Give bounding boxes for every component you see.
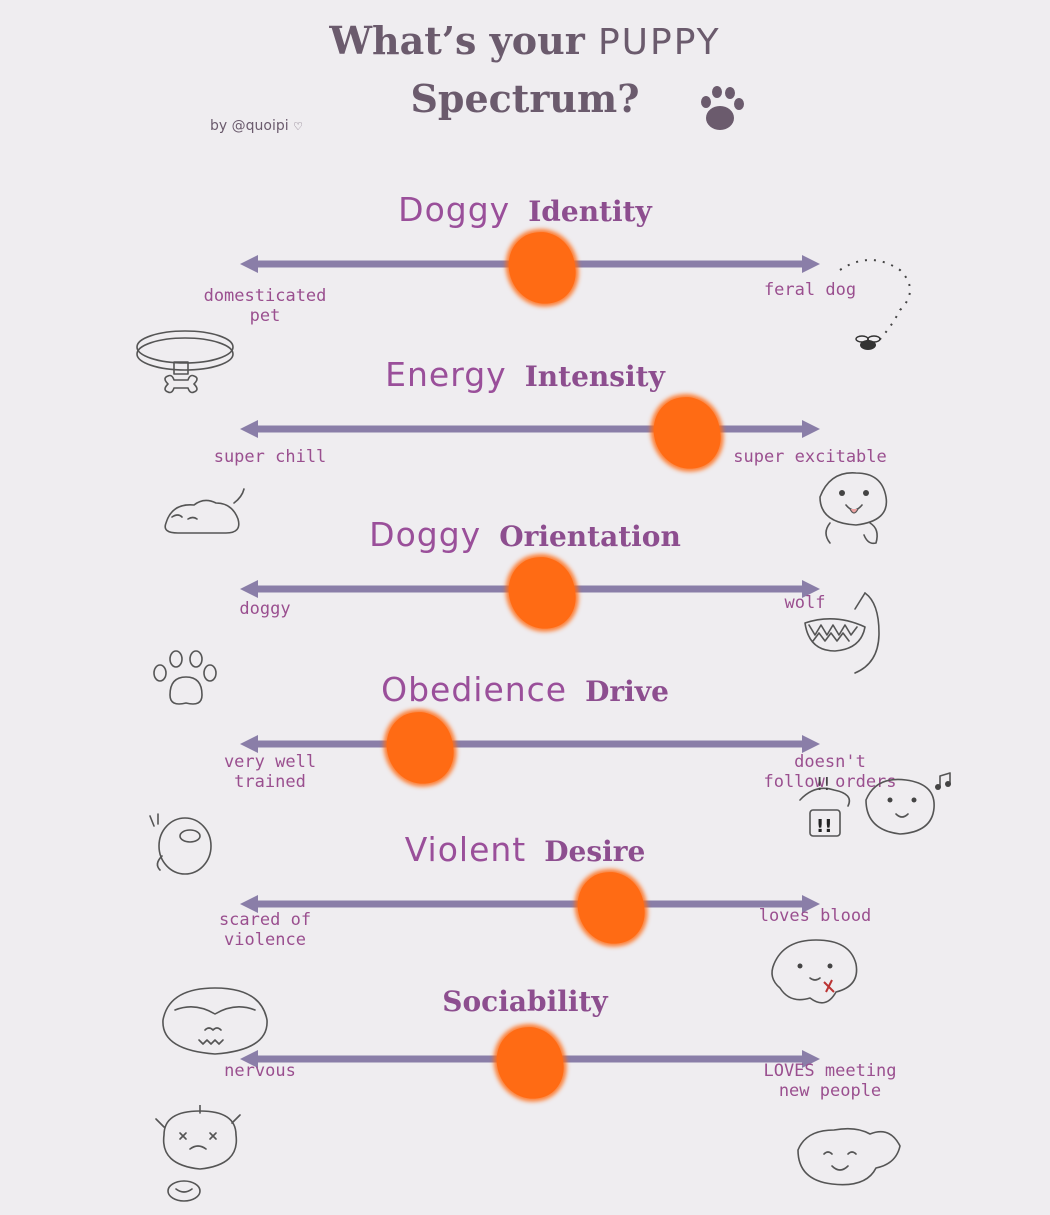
spectrum-left-label: super chill <box>213 447 327 467</box>
spectrum-axis-arrow <box>240 417 820 441</box>
spectrum-left-label: nervous <box>224 1061 296 1081</box>
spectrum-left-label: domesticated pet <box>203 286 327 326</box>
spectrum-1: Doggy Identity domesticated pet feral dog <box>0 190 1050 394</box>
spectrum-right-label: wolf <box>784 593 826 613</box>
spectrum-marker[interactable] <box>492 1022 568 1104</box>
spectrum-right-label: loves blood <box>758 906 872 926</box>
spectrum-marker[interactable] <box>648 392 725 474</box>
excited-dog-icon <box>810 467 900 547</box>
spectrum-left-label: very well trained <box>223 752 317 792</box>
spectrum-2: Energy Intensity super chill super excitab… <box>0 355 1050 545</box>
spectrum-heading-bold: Intensity <box>524 360 665 393</box>
spectrum-heading-script: Obedience <box>381 670 568 709</box>
svg-text:!!: !! <box>816 816 832 837</box>
spectrum-heading: Sociability <box>0 985 1050 1018</box>
spectrum-heading: Energy Intensity <box>0 355 1050 394</box>
spectrum-marker[interactable] <box>503 227 580 309</box>
spectrum-6: Sociability nervous LOVES meeting new peo… <box>0 985 1050 1202</box>
spectrum-left-label: scared of violence <box>218 910 312 950</box>
paw-print-icon <box>150 645 220 715</box>
spectrum-4: Obedience Drive very well trained doesn't … <box>0 670 1050 875</box>
spectrum-heading-bold: Identity <box>528 195 652 228</box>
spectrum-marker[interactable] <box>382 707 458 789</box>
spectrum-heading-script: Violent <box>404 830 527 869</box>
spectrum-heading-bold: Orientation <box>499 520 681 553</box>
heart-icon: ♡ <box>293 120 303 133</box>
collar-bone-icon <box>130 322 240 402</box>
title-line-2: Spectrum? <box>0 80 1050 118</box>
spectrum-axis-arrow <box>240 892 820 916</box>
fly-icon <box>830 250 920 360</box>
spectrum-heading-script: Doggy <box>398 190 511 229</box>
title-puppy-word: PUPPY <box>597 22 721 63</box>
spectrum-marker[interactable] <box>573 867 649 949</box>
spectrum-right-label: feral dog <box>763 280 857 300</box>
nervous-dog-icon <box>150 1105 250 1215</box>
scared-dog-icon <box>155 980 275 1060</box>
title-spectrum-word: Spectrum? <box>410 76 640 121</box>
spectrum-3: Doggy Orientation doggy wolf <box>0 515 1050 705</box>
clicker-icon <box>110 806 220 886</box>
spectrum-heading-bold: Desire <box>544 835 646 868</box>
spectrum-heading: Doggy Identity <box>0 190 1050 229</box>
spectrum-heading: Obedience Drive <box>0 670 1050 709</box>
bloody-dog-icon <box>760 934 870 1014</box>
happy-dog-icon <box>790 1120 910 1200</box>
title-line-1: What’s your PUPPY <box>0 22 1050 61</box>
svg-text:!!: !! <box>816 774 830 795</box>
spectrum-heading: Doggy Orientation <box>0 515 1050 554</box>
spectrum-marker[interactable] <box>503 552 580 634</box>
spectrum-right-label: super excitable <box>733 447 887 467</box>
paw-logo-icon <box>690 80 750 142</box>
spectrum-heading-bold: Sociability <box>442 985 608 1018</box>
byline: by @quoipi ♡ <box>210 118 303 134</box>
spectrum-left-label: doggy <box>239 599 291 619</box>
title-prefix: What’s your <box>329 18 585 63</box>
spectrum-right-label: doesn't follow orders <box>763 752 897 792</box>
spectrum-5: Violent Desire scared of violence loves bl… <box>0 830 1050 1055</box>
spectrum-axis-arrow <box>240 732 820 756</box>
spectrum-heading-script: Doggy <box>369 515 482 554</box>
spectrum-heading-bold: Drive <box>585 675 669 708</box>
wolf-icon <box>795 587 895 677</box>
spectrum-right-label: LOVES meeting new people <box>763 1061 897 1101</box>
sleeping-dog-icon <box>160 483 250 543</box>
byline-text: by @quoipi <box>210 118 289 134</box>
disobedient-dog-icon: !!!! <box>790 770 960 860</box>
spectrum-heading: Violent Desire <box>0 830 1050 869</box>
spectrum-heading-script: Energy <box>385 355 507 394</box>
